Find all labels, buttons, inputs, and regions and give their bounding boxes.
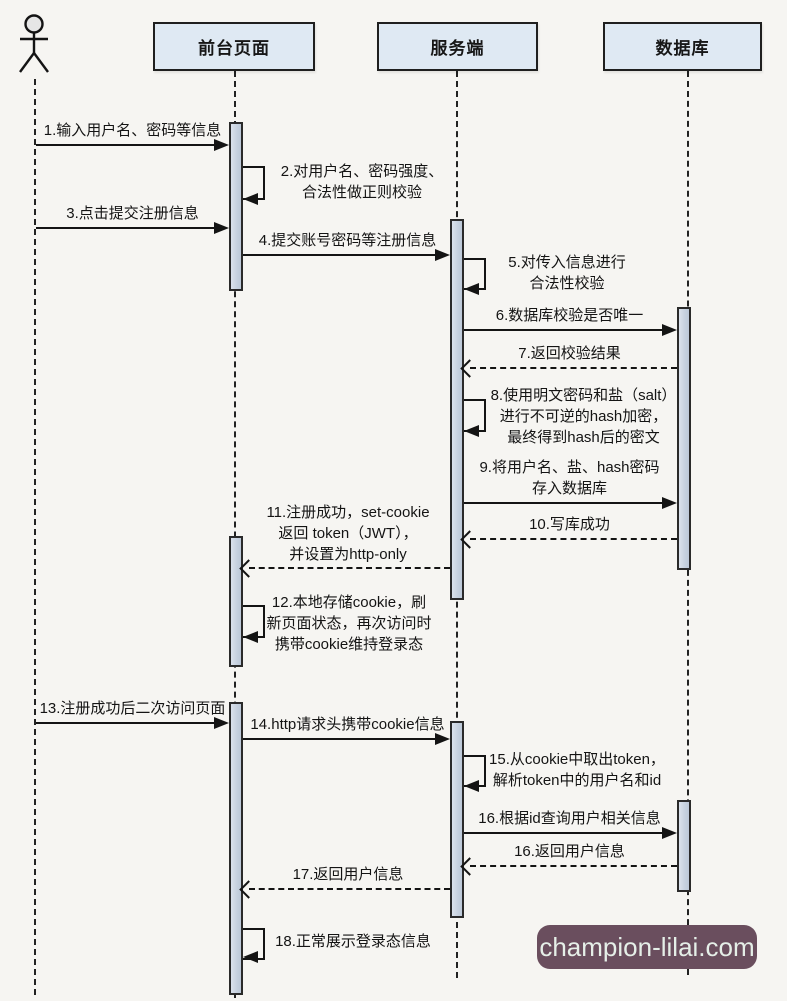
activation-frontend-1 [229, 122, 243, 291]
activation-frontend-3 [229, 702, 243, 995]
message-12-arrowhead-icon [243, 631, 258, 643]
message-8-label: 8.使用明文密码和盐（salt） 进行不可逆的hash加密， 最终得到hash后… [490, 387, 677, 446]
participant-database-label: 数据库 [655, 39, 710, 58]
message-2-arrowhead-icon [243, 193, 258, 205]
message-16-arrowhead-icon [662, 827, 677, 839]
participant-server-label: 服务端 [430, 39, 485, 58]
message-17-line [249, 888, 450, 890]
message-13-label: 13.注册成功后二次访问页面 [39, 700, 226, 717]
message-6-label: 6.数据库校验是否唯一 [495, 307, 644, 324]
message-14-line [243, 738, 438, 740]
message-13-line [36, 722, 217, 724]
message-15-label: 15.从cookie中取出token， 解析token中的用户名和id [489, 751, 665, 789]
message-15-arrowhead-icon [464, 780, 479, 792]
activation-database-2 [677, 800, 691, 892]
message-16-line [464, 832, 665, 834]
lifeline-frontend [234, 71, 236, 998]
message-4-line [243, 254, 438, 256]
activation-frontend-2 [229, 536, 243, 667]
message-13-arrowhead-icon [214, 717, 229, 729]
user-actor-icon [19, 14, 49, 73]
message-3-label: 3.点击提交注册信息 [66, 205, 199, 222]
message-18-label: 18.正常展示登录态信息 [275, 933, 431, 950]
message-16b-label: 16.返回用户信息 [514, 843, 625, 860]
participant-server: 服务端 [377, 22, 538, 71]
watermark-badge: champion-lilai.com [537, 925, 757, 969]
participant-frontend: 前台页面 [153, 22, 315, 71]
message-5-arrowhead-icon [464, 283, 479, 295]
activation-server-2 [450, 721, 464, 918]
watermark-text: champion-lilai.com [539, 931, 755, 962]
activation-database-1 [677, 307, 691, 570]
message-14-label: 14.http请求头携带cookie信息 [250, 716, 445, 733]
message-16-label: 16.根据id查询用户相关信息 [478, 810, 661, 827]
message-1-arrowhead-icon [214, 139, 229, 151]
message-3-line [36, 227, 217, 229]
participant-database: 数据库 [603, 22, 762, 71]
message-18-arrowhead-icon [243, 951, 258, 963]
message-14-arrowhead-icon [435, 733, 450, 745]
activation-server-1 [450, 219, 464, 600]
message-17-label: 17.返回用户信息 [292, 866, 404, 883]
message-2-label: 2.对用户名、密码强度、 合法性做正则校验 [280, 163, 444, 201]
message-1-line [36, 144, 217, 146]
message-6-line [464, 329, 665, 331]
message-9-arrowhead-icon [662, 497, 677, 509]
message-9-line [464, 502, 665, 504]
lifeline-user [34, 79, 36, 995]
message-5-label: 5.对传入信息进行 合法性校验 [508, 254, 626, 292]
participant-frontend-label: 前台页面 [198, 39, 270, 58]
message-7-line [470, 367, 677, 369]
message-1-label: 1.输入用户名、密码等信息 [43, 122, 222, 139]
message-8-arrowhead-icon [464, 425, 479, 437]
message-10-line [470, 538, 677, 540]
message-10-label: 10.写库成功 [529, 516, 610, 533]
message-6-arrowhead-icon [662, 324, 677, 336]
message-3-arrowhead-icon [214, 222, 229, 234]
message-4-arrowhead-icon [435, 249, 450, 261]
message-11-line [249, 567, 450, 569]
message-9-label: 9.将用户名、盐、hash密码 存入数据库 [479, 459, 660, 497]
message-11-label: 11.注册成功，set-cookie 返回 token（JWT）， 并设置为ht… [266, 504, 430, 563]
message-4-label: 4.提交账号密码等注册信息 [258, 232, 437, 249]
message-16b-line [470, 865, 677, 867]
message-7-label: 7.返回校验结果 [518, 345, 621, 362]
message-12-label: 12.本地存储cookie，刷 新页面状态，再次访问时 携带cookie维持登录… [266, 594, 432, 653]
